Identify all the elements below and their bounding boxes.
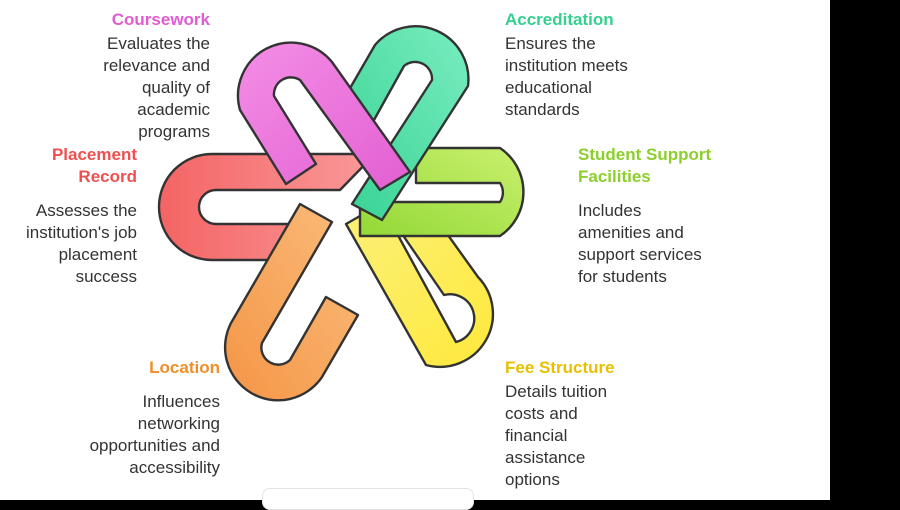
- loop-coursework: [236, 41, 412, 192]
- item-placement-title: Record: [78, 167, 137, 186]
- item-student-support-line: support services: [578, 245, 702, 264]
- item-accreditation-line: Ensures the: [505, 34, 596, 53]
- item-coursework-line: relevance and: [103, 56, 210, 75]
- item-student-support-line: Includes: [578, 201, 642, 220]
- loop-placement: [157, 152, 377, 262]
- item-coursework-title: Coursework: [111, 10, 210, 29]
- item-location-title: Location: [149, 358, 220, 377]
- item-accreditation-line: standards: [505, 100, 580, 119]
- item-coursework-line: programs: [138, 122, 210, 141]
- item-placement-title: Placement: [51, 145, 137, 164]
- item-student-support-line: amenities and: [578, 223, 684, 242]
- item-fee-structure-line: Details tuition: [505, 382, 608, 401]
- item-placement-line: Assesses the: [35, 201, 137, 220]
- item-fee-structure-line: options: [505, 470, 560, 489]
- item-coursework-line: academic: [137, 100, 210, 119]
- loop-fee-structure: [344, 202, 495, 369]
- item-location-line: Influences: [142, 392, 221, 411]
- bottom-edge-tab: [262, 488, 474, 510]
- item-placement-line: success: [75, 267, 137, 286]
- item-fee-structure-title: Fee Structure: [505, 358, 615, 377]
- item-placement: Placement Record Assesses the institutio…: [0, 144, 137, 288]
- item-placement-line: institution's job: [26, 223, 137, 242]
- item-location-line: opportunities and: [89, 436, 220, 455]
- item-coursework: Coursework Evaluates the relevance and q…: [60, 9, 210, 143]
- item-fee-structure: Fee Structure Details tuition costs and …: [505, 357, 705, 491]
- loop-location: [223, 202, 360, 402]
- item-accreditation-line: educational: [505, 78, 592, 97]
- item-student-support-title: Facilities: [578, 167, 651, 186]
- item-accreditation-line: institution meets: [505, 56, 628, 75]
- item-placement-line: placement: [58, 245, 137, 264]
- item-fee-structure-line: assistance: [505, 448, 586, 467]
- item-student-support-line: for students: [578, 267, 667, 286]
- loop-student-support: [358, 146, 525, 238]
- item-accreditation-title: Accreditation: [505, 10, 614, 29]
- six-loop-knot-graphic: [157, 25, 525, 402]
- item-fee-structure-line: financial: [505, 426, 568, 445]
- item-location-line: networking: [137, 414, 220, 433]
- item-coursework-line: Evaluates the: [106, 34, 210, 53]
- item-coursework-line: quality of: [141, 78, 210, 97]
- item-student-support-title: Student Support: [578, 145, 712, 164]
- item-location: Location Influences networking opportuni…: [40, 357, 220, 479]
- diagram-canvas: Coursework Evaluates the relevance and q…: [0, 0, 830, 510]
- item-location-line: accessibility: [129, 458, 220, 477]
- item-student-support: Student Support Facilities Includes amen…: [578, 144, 798, 288]
- item-fee-structure-line: costs and: [505, 404, 578, 423]
- item-accreditation: Accreditation Ensures the institution me…: [505, 9, 705, 121]
